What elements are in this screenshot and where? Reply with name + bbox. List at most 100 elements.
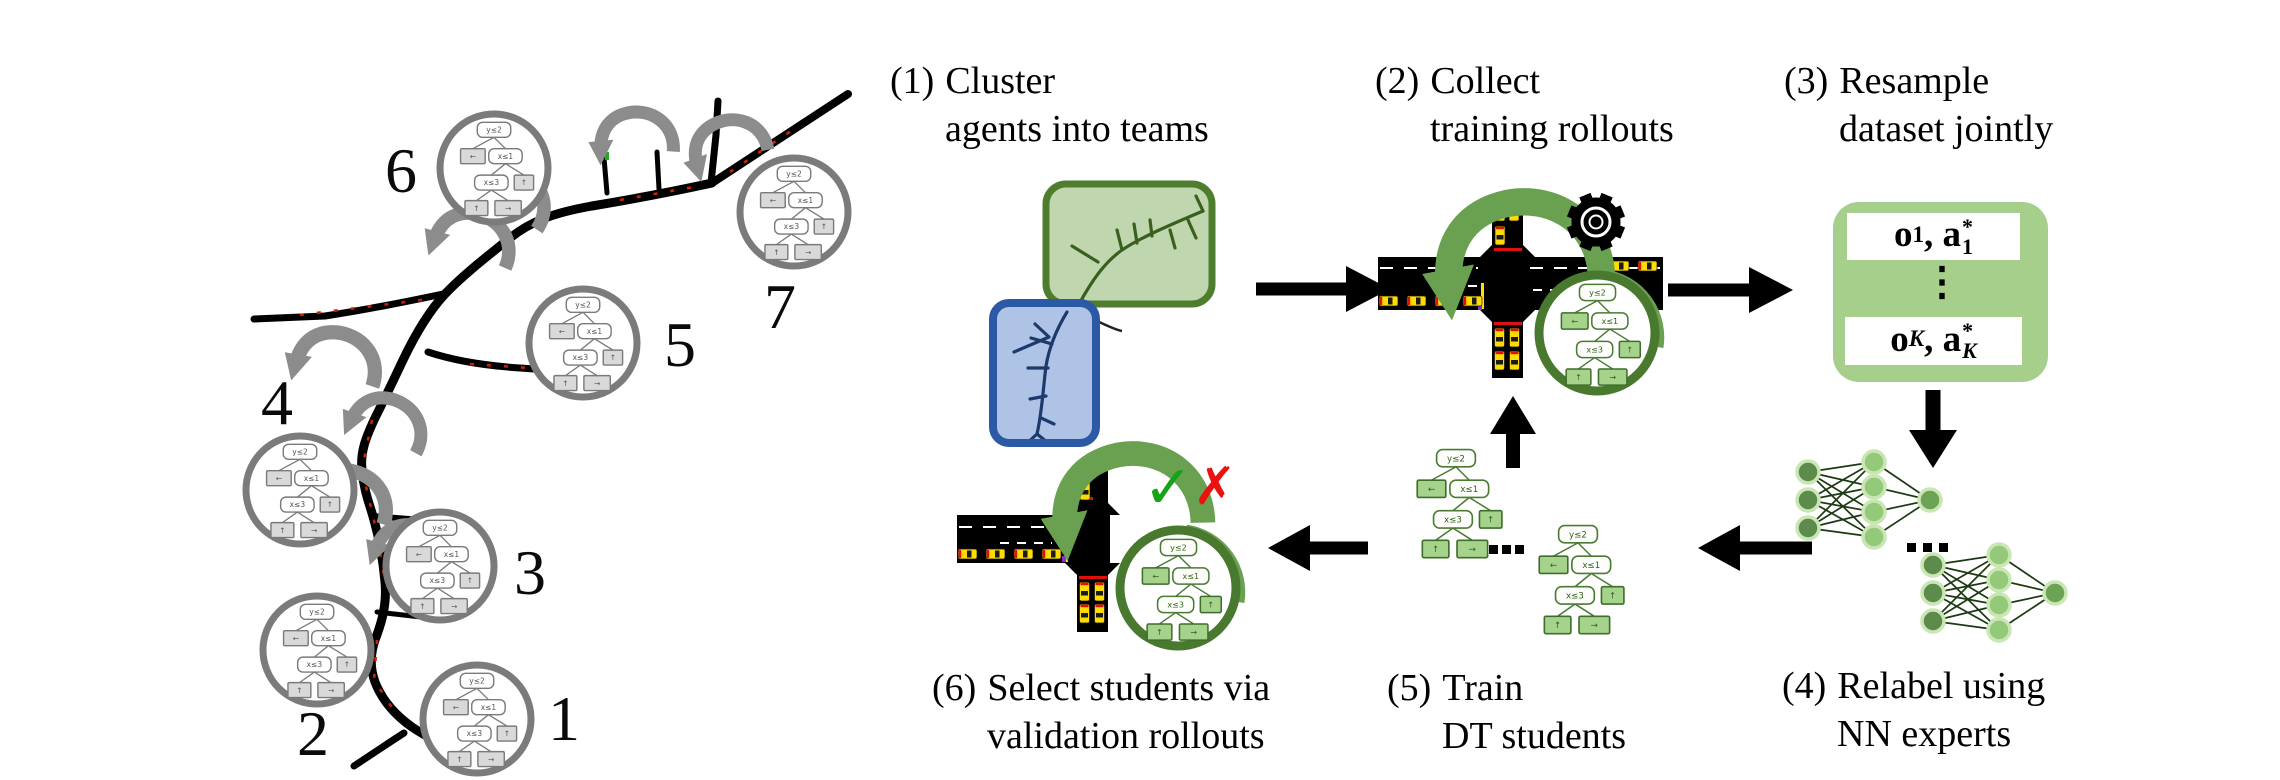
obs-subscript: K [1908,326,1925,351]
region-number-1: 1 [548,683,580,754]
tree-node-label: → [1190,628,1197,637]
tree-node-label: x≤3 [1566,591,1584,601]
cross-icon: ✗ [1193,457,1237,517]
tree-node-label: y≤2 [1447,454,1465,464]
flow-arrow [1490,396,1536,468]
step4-subtitle: NN experts [1837,713,2012,755]
tree-node-label: x≤3 [573,353,589,362]
tree-node-label: ← [770,196,776,205]
tree-node-label: x≤1 [1460,485,1478,495]
team-circle: y≤2←x≤1x≤3↑↑→ [242,432,358,548]
dataset-row-bg [1847,213,2020,260]
step5-label: (5)Train DT students [1387,664,1626,760]
tree-node-label: ← [1571,317,1578,326]
road-bottom-diagonal [350,729,408,770]
tree-node-label: x≤3 [1586,345,1603,354]
tree-node-label: → [451,602,457,611]
flow-arrow [1268,525,1368,571]
tree-node-label: → [1609,373,1616,382]
road-left-arm [250,290,447,323]
tree-node-label: x≤3 [307,660,323,669]
swoosh-arrow [342,391,428,457]
tree-node-label: ← [416,550,422,559]
act-subscript: K [1962,338,1977,363]
step4-number: (4) [1782,665,1827,707]
road-traffic-dots [299,123,801,713]
region-number-5: 5 [664,309,696,380]
team-circle: y≤2←x≤1x≤3↑↑→ [259,592,375,708]
tree-node-label: ↑ [610,353,616,362]
swoosh-arrow [683,113,775,183]
tree-node-label: y≤2 [469,676,484,685]
step5-number: (5) [1387,667,1432,709]
dataset-box [1833,202,2048,382]
tree-node-label: → [311,526,317,535]
step3-label: (3)Resample dataset jointly [1784,57,2053,153]
tree-node-label: y≤2 [786,169,801,178]
step1-subtitle: agents into teams [945,108,1209,150]
step2-label: (2)Collect training rollouts [1375,57,1674,153]
dataset-ellipsis: ⋮ [1922,259,1962,304]
decision-tree: y≤2←x≤1x≤3↑↑→ [759,165,835,261]
decision-tree: y≤2←x≤1x≤3↑↑→ [282,603,358,699]
tree-node-label: x≤1 [1183,572,1200,581]
road-stub [601,155,610,196]
team-circle: y≤2←x≤1x≤3↑↑→ [436,110,552,226]
road-stub [654,149,662,192]
neural-network [1795,449,1943,550]
blue-team-roads [1012,310,1069,443]
decision-tree: y≤2←x≤1x≤3↑↑→ [1538,524,1625,635]
tree-node-label: x≤3 [430,576,446,585]
act-subscript: 1 [1962,233,1973,259]
tree-node-label: x≤3 [1167,600,1184,609]
tree-node-label: ← [1550,561,1557,571]
tree-node-label: ← [1152,572,1159,581]
team-boxes [989,180,1216,447]
region-number-3: 3 [514,537,546,608]
act-symbol: a [1942,318,1962,360]
tree-node-label: x≤1 [321,634,337,643]
separator: , [1924,214,1934,255]
tree-node-label: ↑ [1487,515,1494,525]
region-number-4: 4 [261,367,293,438]
road-right-arm [424,348,562,382]
tree-node-label: ↑ [1432,545,1439,555]
tree-node-label: ↑ [821,222,827,231]
tree-node-label: ← [470,152,476,161]
tree-node-label: ↑ [1554,621,1561,631]
tree-node-label: ↑ [773,248,779,257]
step4-label: (4)Relabel using NN experts [1782,662,2045,758]
tree-node-label: → [1469,545,1476,555]
decision-tree: y≤2←x≤1x≤3↑↑→ [442,672,518,768]
tree-node-label: x≤1 [498,152,514,161]
tree-node-label: ↑ [419,602,425,611]
step6-label: (6)Select students via validation rollou… [932,664,1270,760]
step3-number: (3) [1784,60,1829,102]
tree-node-label: y≤2 [1170,543,1187,552]
tree-node-label: → [505,204,511,213]
tree-node-label: ↑ [562,379,568,388]
team-circle: y≤2←x≤1x≤3↑↑→ [525,285,641,401]
tree-node-label: → [488,755,494,764]
step1-title: Cluster [945,60,1056,102]
tree-node-label: → [594,379,600,388]
tree-node-label: x≤1 [304,474,320,483]
tree-node-label: → [328,686,334,695]
tree-node-label: x≤3 [290,500,306,509]
tree-node-label: ← [276,474,282,483]
tree-node-label: ← [293,634,299,643]
swoosh-arrow [284,325,382,389]
tree-node-label: ↑ [467,576,473,585]
tree-node-label: y≤2 [1569,530,1587,540]
team-circle: y≤2←x≤1x≤3↑↑→ [736,154,852,270]
decision-tree: y≤2←x≤1x≤3↑↑→ [459,121,535,217]
ellipsis-dots [1907,543,1948,552]
tree-node-label: x≤1 [1582,561,1600,571]
training-intersection [1378,198,1663,378]
step2-subtitle: training rollouts [1430,108,1674,150]
tree-node-label: ↑ [279,526,285,535]
team-circle: y≤2←x≤1x≤3↑↑→ [382,508,498,624]
tree-node-label: ← [559,327,565,336]
road-junction-vertical [707,97,722,187]
